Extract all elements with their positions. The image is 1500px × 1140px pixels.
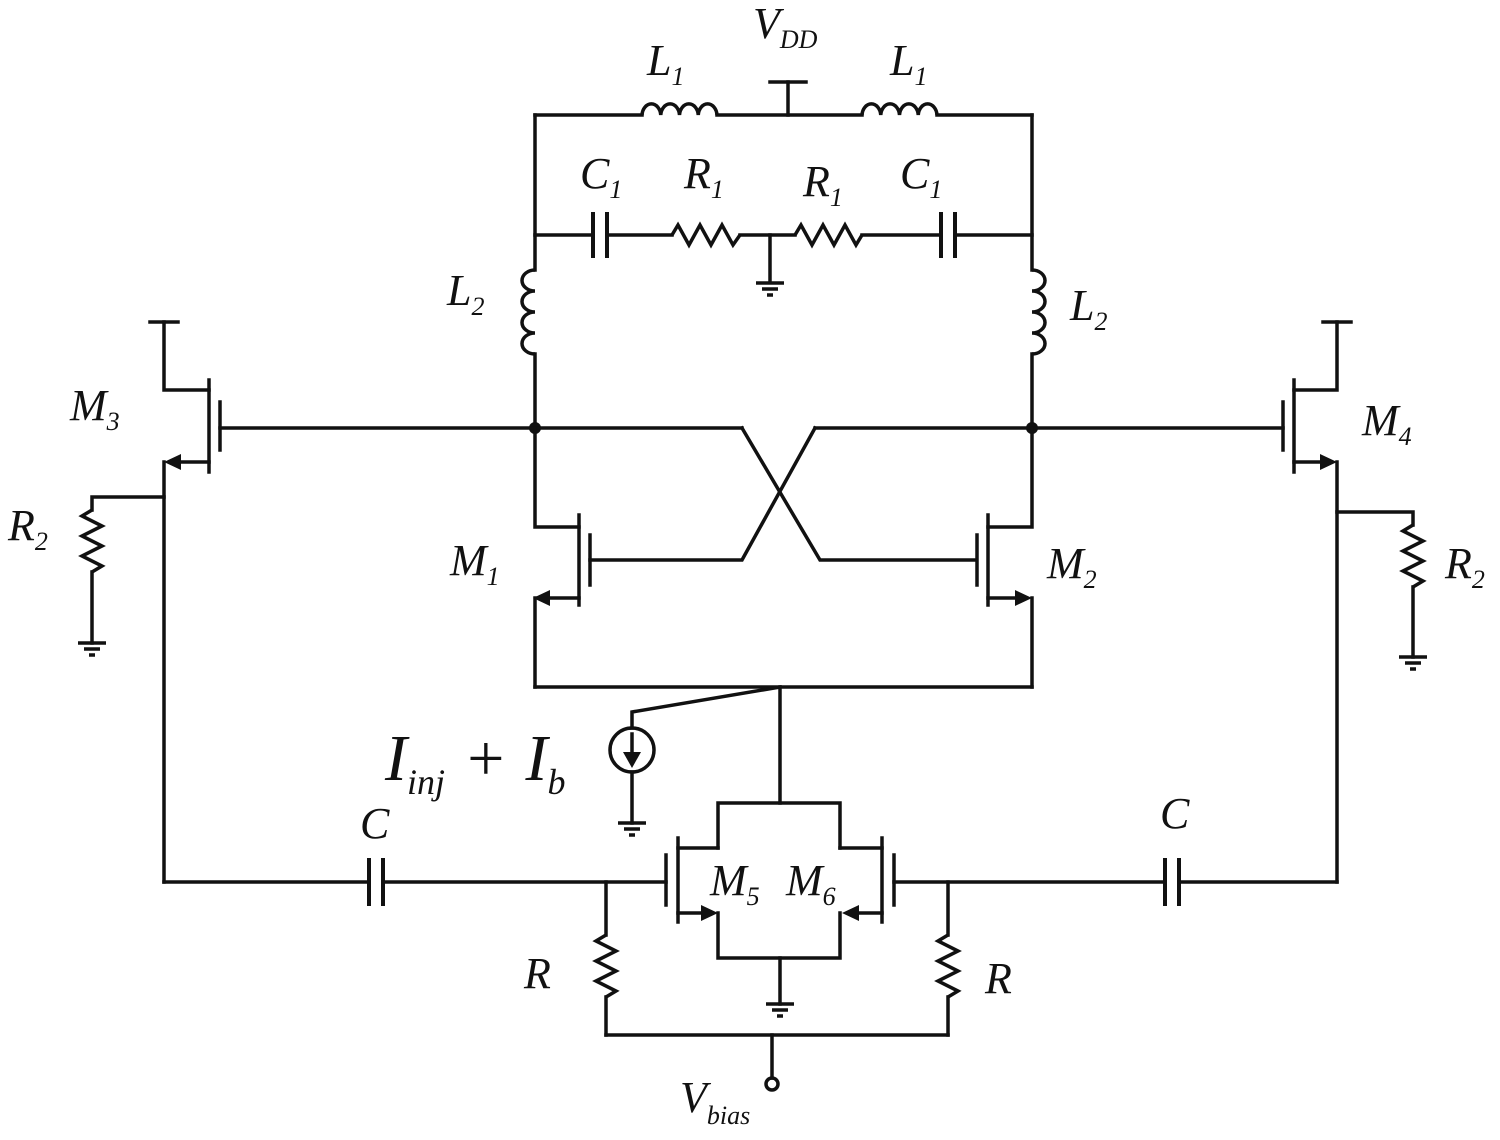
capacitor-c-left (162, 858, 668, 906)
c1-r1-branch (533, 233, 1034, 284)
label-r2-right: R2 (1444, 539, 1485, 594)
resistor-r2-left (78, 495, 166, 645)
label-l1-right: L1 (889, 36, 927, 91)
inductor-l2-left (520, 268, 536, 356)
resistor-r2-right (1335, 510, 1427, 659)
ground-icon (766, 1002, 794, 1018)
label-r1-right: R1 (802, 157, 843, 212)
bias-network (592, 880, 962, 1092)
capacitor-c-right (892, 858, 1339, 906)
label-r1-left: R1 (683, 149, 724, 204)
transistor-m1 (533, 426, 592, 689)
inductor-l1-right (860, 102, 939, 116)
label-iinj-plus-ib: Iinj+Ib (384, 722, 566, 802)
label-m1: M1 (449, 536, 500, 591)
vdd-terminal (768, 80, 808, 117)
inductor-l1-left (640, 102, 719, 116)
label-vbias: Vbias (680, 1073, 750, 1130)
transistor-m4 (1281, 320, 1353, 884)
resistor-r1-right (793, 221, 864, 249)
transistor-m2 (975, 426, 1034, 689)
label-m5: M5 (709, 856, 760, 911)
inductor-l2-right (1031, 268, 1047, 356)
cross-coupling-wires (218, 425, 1285, 562)
resistor-r1-left (670, 221, 742, 249)
label-vdd: VDD (753, 0, 818, 54)
label-m2: M2 (1046, 539, 1097, 594)
label-c-left: C (360, 799, 390, 848)
capacitor-c1-right (939, 212, 957, 258)
label-m3: M3 (69, 381, 120, 436)
m5-m6-pair (664, 685, 896, 1006)
ground-icon (78, 641, 106, 657)
label-r-right: R (984, 954, 1012, 1003)
ground-icon (618, 821, 646, 837)
label-c1-left: C1 (580, 149, 622, 204)
label-m6: M6 (785, 856, 836, 911)
label-l2-left: L2 (446, 266, 484, 321)
label-r-left: R (523, 949, 551, 998)
ground-icon (756, 281, 784, 297)
label-r2-left: R2 (7, 501, 48, 556)
label-m4: M4 (1361, 396, 1412, 451)
top-rail (533, 113, 1034, 272)
label-l1-left: L1 (646, 36, 684, 91)
label-c-right: C (1160, 789, 1190, 838)
transistor-m3 (148, 320, 222, 884)
capacitor-c1-left (591, 212, 609, 258)
label-l2-right: L2 (1069, 281, 1107, 336)
current-source (608, 684, 783, 825)
label-c1-right: C1 (900, 149, 942, 204)
ground-icon (1399, 655, 1427, 671)
